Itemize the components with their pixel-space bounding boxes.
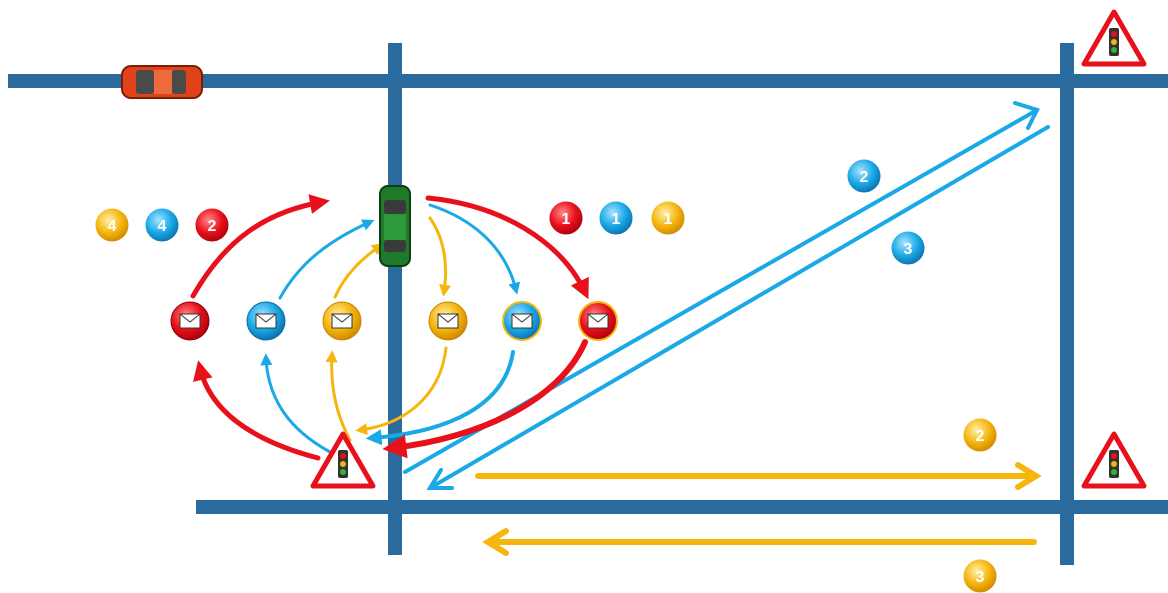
badge-label: 2 [976, 428, 985, 445]
traffic-light-warning-icon [1084, 12, 1144, 64]
envelope-icon [247, 302, 285, 340]
badge-label: 1 [612, 211, 621, 228]
road-right-vertical [1060, 43, 1074, 565]
badge-label: 1 [562, 211, 571, 228]
badge-label: 1 [664, 211, 673, 228]
badge-label: 2 [208, 218, 217, 235]
badge-label: 4 [158, 218, 167, 235]
envelope-icon [503, 302, 541, 340]
road-bottom-horizontal [196, 500, 1168, 514]
badge-label: 4 [108, 218, 117, 235]
car-icon [380, 186, 410, 266]
envelope-icon [579, 302, 617, 340]
badge-label: 3 [976, 569, 985, 586]
traffic-light-warning-icon [1084, 434, 1144, 486]
car-icon [122, 66, 202, 98]
road-left-vertical [388, 43, 402, 555]
badge-label: 3 [904, 241, 913, 258]
envelope-icon [429, 302, 467, 340]
traffic-light-warning-icon [313, 434, 373, 486]
badges-right: 1 1 1 [549, 201, 685, 235]
envelope-icon [171, 302, 209, 340]
diagonal-arrows [405, 103, 1048, 488]
badges-left: 4 4 2 [95, 208, 229, 242]
badge-label: 2 [860, 169, 869, 186]
envelope-icon [323, 302, 361, 340]
